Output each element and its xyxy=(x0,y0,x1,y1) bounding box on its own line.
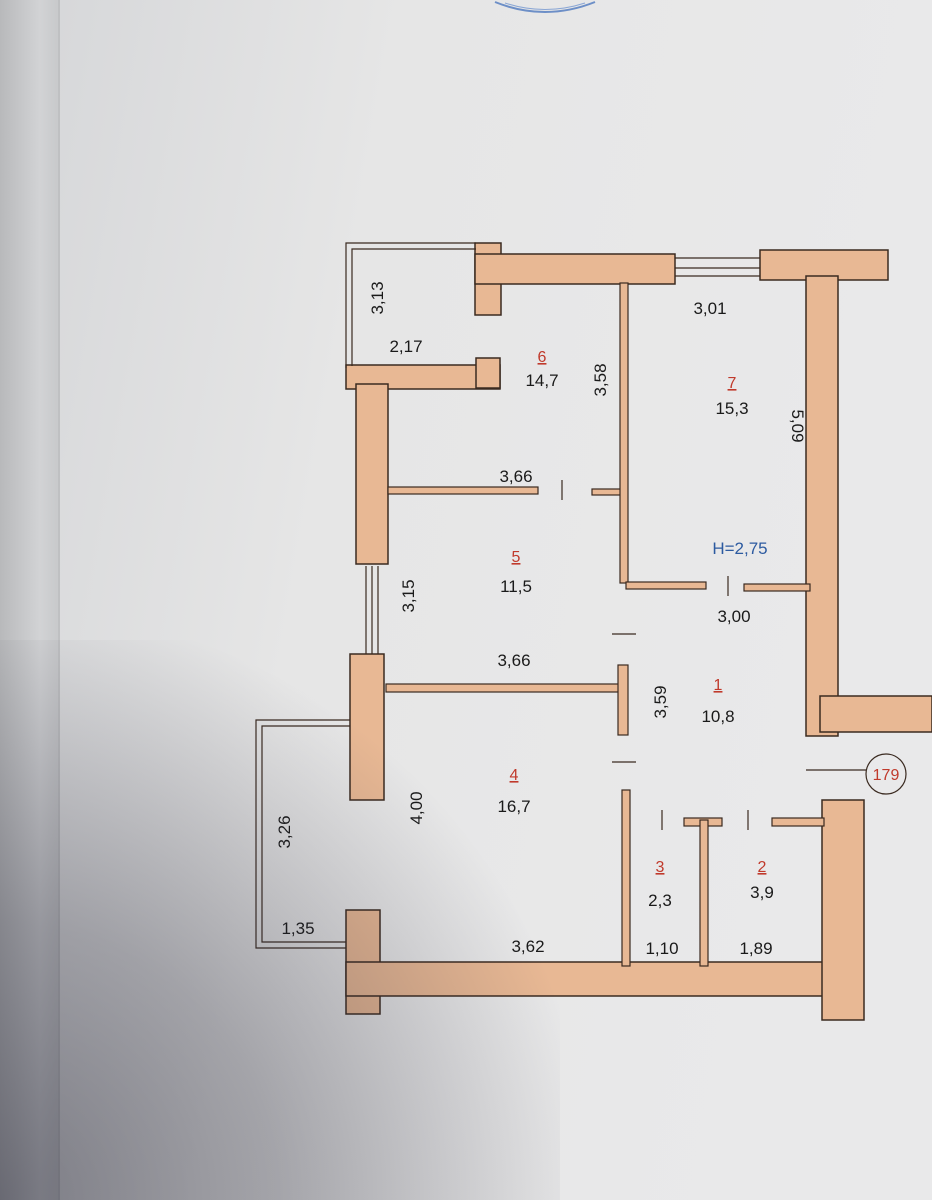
room-7-area: 15,3 xyxy=(715,399,748,418)
room-5: 5 11,5 xyxy=(500,549,532,596)
room-2: 2 3,9 xyxy=(750,859,774,902)
room-5-area: 11,5 xyxy=(500,577,532,596)
dim-room4-height: 4,00 xyxy=(407,791,426,824)
dim-room1-height: 3,59 xyxy=(651,685,670,718)
dim-room7-width: 3,01 xyxy=(693,299,726,318)
room-2-area: 3,9 xyxy=(750,883,774,902)
dim-room6-height: 3,58 xyxy=(591,363,610,396)
room-4-number: 4 xyxy=(510,767,519,784)
room-1-area: 10,8 xyxy=(701,707,734,726)
room-5-number: 5 xyxy=(512,549,521,566)
room-4-area: 16,7 xyxy=(497,797,530,816)
room-6-area: 14,7 xyxy=(525,371,558,390)
stamp-fragment xyxy=(494,1,596,13)
room-1: 1 10,8 xyxy=(701,677,734,726)
dim-room1-top-width: 3,00 xyxy=(717,607,750,626)
room-3: 3 2,3 xyxy=(648,859,672,910)
room-6: 6 14,7 xyxy=(525,349,558,390)
dim-room5-width: 3,66 xyxy=(497,651,530,670)
room-1-number: 1 xyxy=(714,677,723,694)
dim-balcony-bottom-width: 1,35 xyxy=(281,919,314,938)
dim-room3-width: 1,10 xyxy=(645,939,678,958)
room-7: 7 15,3 xyxy=(715,375,748,418)
openings xyxy=(365,257,866,830)
room-3-number: 3 xyxy=(656,859,665,876)
room-3-area: 2,3 xyxy=(648,891,672,910)
partitions xyxy=(385,282,825,967)
dim-balcony-top-width: 2,17 xyxy=(389,337,422,356)
dim-room5-height: 3,15 xyxy=(399,579,418,612)
dim-room2-width: 1,89 xyxy=(739,939,772,958)
room-2-number: 2 xyxy=(758,859,767,876)
room-4: 4 16,7 xyxy=(497,767,530,816)
unit-marker: 179 xyxy=(865,753,907,795)
walls xyxy=(345,242,932,1021)
room-7-number: 7 xyxy=(728,375,737,392)
dim-balcony-bottom-height: 3,26 xyxy=(275,815,294,848)
unit-number: 179 xyxy=(873,767,900,784)
dim-room6-width: 3,66 xyxy=(499,467,532,486)
ceiling-height-label: H=2,75 xyxy=(712,539,767,558)
dim-balcony-top-height: 3,13 xyxy=(368,281,387,314)
room-6-number: 6 xyxy=(538,349,547,366)
dim-room7-height: 5,09 xyxy=(788,409,807,442)
dim-room4-width: 3,62 xyxy=(511,937,544,956)
